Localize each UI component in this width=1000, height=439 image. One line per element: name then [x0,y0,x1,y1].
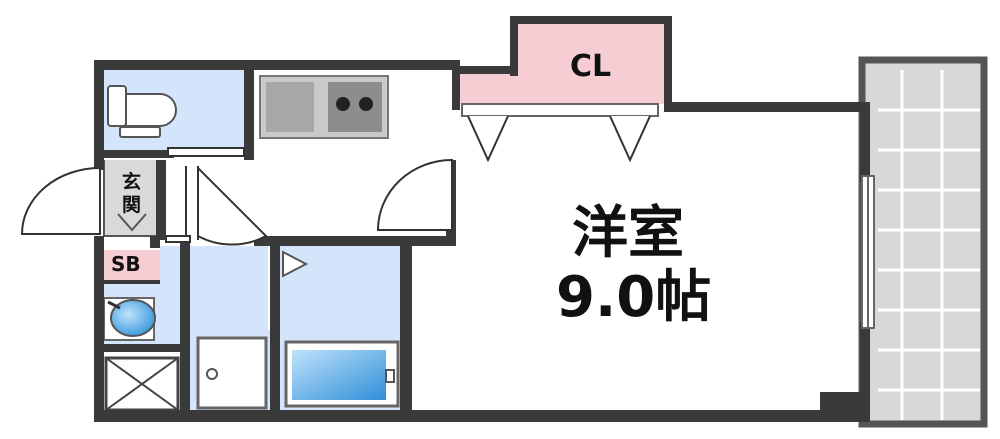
closet [458,22,664,163]
bath-door-icon [282,250,309,278]
burner-right-icon [359,97,373,111]
faucet-icon [385,369,395,383]
entrance-label-1: 玄 [122,171,142,193]
laundry-space [104,356,180,412]
room-name-label: 洋室 [572,201,684,266]
bathroom [280,246,402,412]
wash-basin-icon [103,297,156,341]
room-size-label: 9.0帖 [556,265,712,330]
shoe-box-label: SB [111,252,141,276]
burner-left-icon [336,97,350,111]
balcony [858,56,988,428]
drain-icon [206,368,218,380]
window [861,175,875,329]
walls [94,16,870,422]
stove-counter [259,75,389,139]
toilet-door-icon [167,147,268,246]
closet-label: CL [570,49,612,84]
toilet-room [101,68,247,156]
shoe-box [104,250,160,280]
washroom-door-icon [165,235,191,243]
kitchen [250,68,448,236]
closet-door-right-icon [609,115,651,163]
shower-room [190,330,274,412]
entrance [103,160,161,237]
toilet-icon [107,85,177,138]
washroom [103,246,268,344]
closet-door-left-icon [467,115,509,163]
entrance-label-2: 関 [122,194,142,216]
front-door-icon [20,166,101,235]
room-door-icon [376,158,453,231]
